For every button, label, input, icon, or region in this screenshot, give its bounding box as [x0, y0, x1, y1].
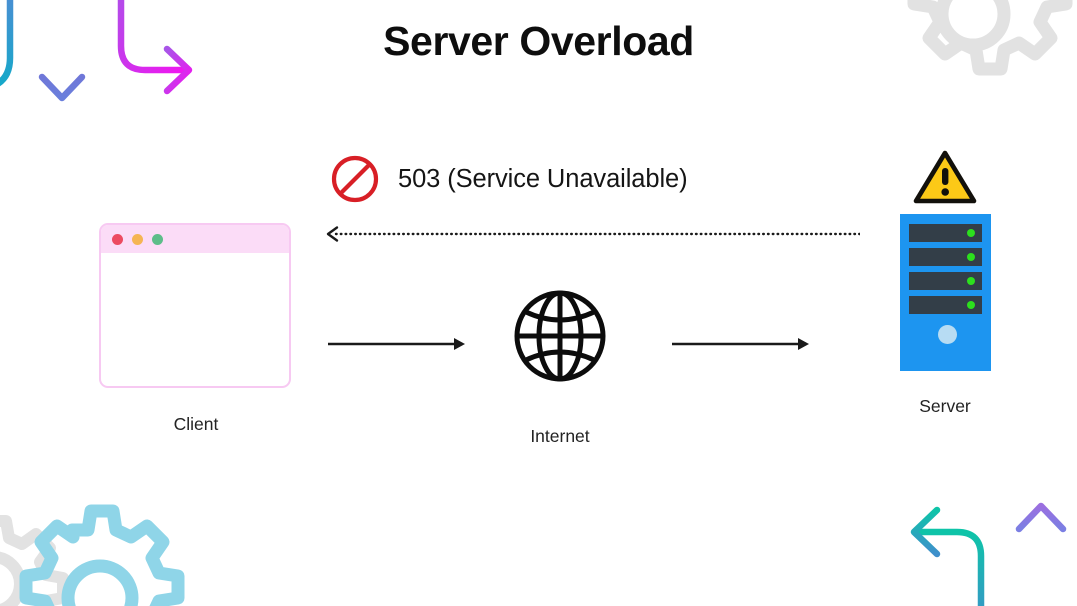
globe-icon — [514, 290, 606, 382]
minimize-dot-icon — [132, 233, 143, 245]
server-led-icon — [966, 253, 975, 261]
bottom-left-gears-decoration — [0, 504, 185, 606]
node-label-internet: Internet — [530, 426, 590, 446]
server-slot — [908, 224, 982, 242]
server-slot — [908, 248, 982, 266]
server-power-button-icon — [937, 325, 957, 344]
teal-curved-left-arrow-icon — [910, 506, 941, 558]
server-led-icon — [966, 277, 975, 285]
status-message: 503 (Service Unavailable) — [330, 154, 688, 204]
purple-down-arrow-icon — [38, 73, 86, 102]
node-label-client: Client — [173, 414, 219, 434]
node-server[interactable]: Server — [848, 148, 1042, 417]
node-label-server: Server — [919, 396, 971, 416]
request-arrow-internet-to-server — [672, 338, 809, 350]
node-client[interactable]: Client — [99, 223, 293, 435]
browser-titlebar — [101, 225, 289, 253]
request-arrow-client-to-internet — [328, 338, 465, 350]
server-led-icon — [966, 301, 975, 309]
response-arrow-server-to-client — [326, 226, 860, 242]
gray-gear-icon — [0, 515, 69, 606]
browser-window-icon — [99, 223, 291, 388]
maximize-dot-icon — [152, 233, 163, 245]
server-tower-icon — [899, 214, 991, 371]
prohibition-icon — [331, 155, 379, 203]
warning-triangle-icon — [913, 150, 977, 204]
node-internet[interactable]: Internet — [463, 223, 657, 447]
purple-up-arrow-icon — [1015, 502, 1067, 533]
bottom-right-arrows-decoration — [910, 502, 1067, 606]
arrowhead-right-icon — [454, 338, 465, 350]
arrowhead-right-icon — [798, 338, 809, 350]
blue-gear-icon — [19, 504, 185, 606]
server-slot — [908, 272, 982, 290]
server-led-icon — [966, 229, 975, 237]
server-slot — [908, 296, 982, 314]
page-title: Server Overload — [383, 18, 694, 64]
close-dot-icon — [112, 233, 123, 245]
arrowhead-left-icon — [326, 226, 339, 242]
status-code-text: 503 (Service Unavailable) — [398, 164, 688, 193]
